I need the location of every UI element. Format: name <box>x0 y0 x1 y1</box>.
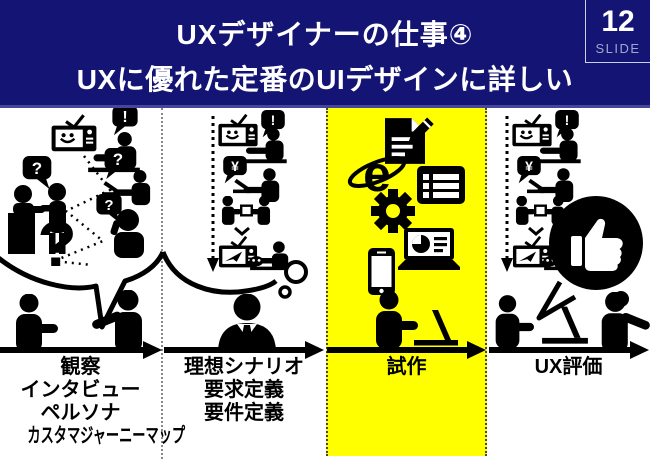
laptop-chart-icon <box>398 228 460 270</box>
gear-icon <box>371 189 415 233</box>
browser-icon: e <box>347 146 407 202</box>
slide-title-line1: UXデザイナーの仕事④ <box>176 19 474 50</box>
stage-label-ideal-scenario: 理想シナリオ 要求定義 要件定義 <box>163 356 325 425</box>
evaluator-person-icon <box>495 295 534 349</box>
stage-label-research: 観察 インタビュー ペルソナ カスタマジャーニーマップ <box>0 356 186 448</box>
stage-label-line: インタビュー <box>20 379 141 401</box>
big-question-mark: ? <box>37 208 76 280</box>
slide-word: SLIDE <box>595 40 641 56</box>
stage-label-line: 試作 <box>386 356 427 378</box>
timeline-arrow <box>164 341 324 359</box>
stage-label-line: UX評価 <box>534 356 603 378</box>
question-bubble-icon: ? <box>96 194 122 224</box>
slide-number: 12 <box>601 4 635 38</box>
stage-separator <box>161 108 163 459</box>
stage-label-line: ペルソナ <box>40 402 121 424</box>
stage-label-line: カスタマジャーニーマップ <box>27 425 186 447</box>
timeline-arrow <box>327 341 486 359</box>
stage-label-line: 要求定義 <box>204 379 284 401</box>
smartphone-icon <box>368 248 395 295</box>
thumbs-up-bubble-icon <box>536 196 643 321</box>
svg-text:e: e <box>363 146 391 202</box>
stage-label-prototype: 試作 <box>326 356 487 379</box>
thought-bubble-outline <box>160 251 278 295</box>
stage-label-line: 要件定義 <box>204 402 284 424</box>
exclamation-bubble-icon: ! <box>112 108 138 136</box>
stage-label-ux-evaluation: UX評価 <box>487 356 650 379</box>
slide-title-line2: UXに優れた定番のUIデザインに詳しい <box>76 64 574 95</box>
slide-header: UXデザイナーの仕事④ UXに優れた定番のUIデザインに詳しい 12 SLIDE <box>0 0 650 108</box>
process-diagram: ! ¥ ! ? <box>0 108 650 459</box>
svg-text:?: ? <box>104 197 113 214</box>
svg-text:!: ! <box>122 109 127 126</box>
businessman-bust-icon <box>218 294 276 351</box>
open-laptop-icon <box>414 310 458 346</box>
tv-smiley-icon <box>50 113 98 152</box>
list-window-icon <box>417 166 465 204</box>
stage-research-illustration: ! ? ? ? ? <box>0 108 166 352</box>
stage-ideal-scenario-illustration <box>160 110 308 351</box>
process-illustration: ! ¥ ! ? <box>0 108 650 359</box>
timeline <box>0 341 649 359</box>
stage-label-line: 理想シナリオ <box>184 356 304 378</box>
prototype-highlight-panel <box>326 108 487 456</box>
speech-bubble-outline <box>0 250 166 330</box>
stage-label-line: 観察 <box>60 356 101 378</box>
svg-text:?: ? <box>32 159 42 178</box>
stage-ux-evaluation-illustration <box>495 110 650 352</box>
thought-bubble-circle <box>278 285 292 299</box>
prototyper-person-icon <box>376 291 418 349</box>
timeline-arrow <box>0 341 162 359</box>
timeline-arrow <box>489 341 649 359</box>
question-bubble-icon: ? <box>104 148 132 180</box>
question-bubble-icon: ? <box>22 156 52 190</box>
svg-text:?: ? <box>113 150 123 169</box>
slide-number-box: 12 SLIDE <box>585 0 650 63</box>
stage-prototype-illustration: e <box>347 117 465 349</box>
thought-bubble-circle <box>284 260 308 284</box>
observer-person-icon <box>16 294 58 352</box>
